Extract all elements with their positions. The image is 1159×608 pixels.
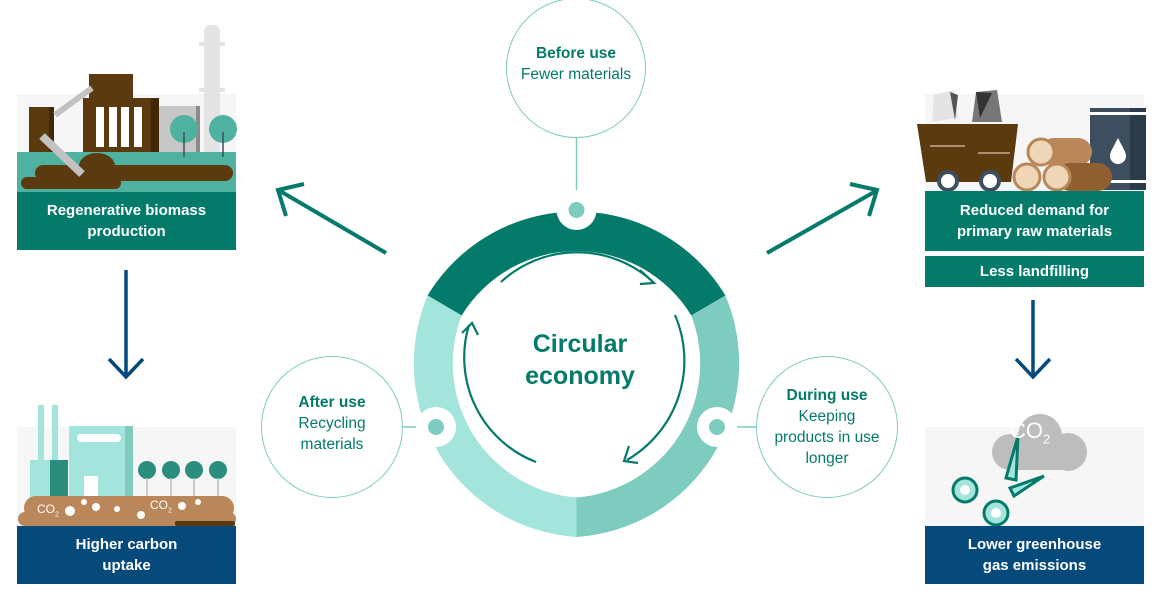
outcome-raw-materials-label: Reduced demand for primary raw materials xyxy=(925,191,1144,251)
outcome-landfill-line1: Less landfilling xyxy=(979,263,1090,280)
stage-after-title: After use xyxy=(298,393,366,411)
biomass-illustration xyxy=(17,25,237,192)
stage-node-before xyxy=(556,190,597,230)
outcome-emissions-line1: Lower greenhouse xyxy=(967,536,1102,553)
co2-subscript: 2 xyxy=(1043,431,1051,447)
stage-during-text-2: products in use xyxy=(774,429,880,446)
stage-node-after xyxy=(416,407,456,447)
emissions-illustration xyxy=(925,414,1144,527)
arrow-to-raw-materials xyxy=(766,182,880,255)
outcome-carbon-label: Higher carbon uptake xyxy=(17,526,236,584)
outcome-carbon-line2: uptake xyxy=(102,557,151,574)
raw-materials-illustration xyxy=(917,90,1148,192)
co2-label-soil-left: CO2 xyxy=(37,502,59,518)
stage-before-title: Before use xyxy=(535,45,617,62)
outcome-biomass-line2: production xyxy=(87,223,166,240)
cycle-arrow-right xyxy=(626,314,686,461)
stage-before-text: Fewer materials xyxy=(520,66,632,83)
outcome-emissions-label: Lower greenhouse gas emissions xyxy=(925,526,1144,584)
carbon-uptake-illustration xyxy=(17,405,236,526)
co2-subscript: 2 xyxy=(168,507,172,515)
arrow-to-biomass xyxy=(275,182,388,255)
stage-during-text-3: longer xyxy=(805,450,849,467)
outcome-landfill-label: Less landfilling xyxy=(925,256,1144,287)
cycle-arrow-top xyxy=(500,251,653,283)
cycle-arrow-right-head xyxy=(622,445,639,465)
stage-bubble-before: Before use Fewer materials xyxy=(506,0,646,138)
co2-subscript: 2 xyxy=(55,511,59,519)
center-title: Circular economy xyxy=(480,328,680,392)
stage-node-during xyxy=(697,407,737,447)
stage-after-text-1: Recycling xyxy=(298,414,366,432)
co2-text: CO xyxy=(150,498,168,512)
stage-after-text-2: materials xyxy=(300,435,364,453)
co2-text: CO xyxy=(37,502,55,516)
center-title-line2: economy xyxy=(525,362,635,390)
arrow-to-emissions xyxy=(1014,300,1052,380)
co2-label-cloud: CO2 xyxy=(1010,418,1050,446)
cycle-arrow-left xyxy=(463,324,537,464)
outcome-biomass-label: Regenerative biomass production xyxy=(17,192,236,250)
stage-bubble-during: During use Keeping products in use longe… xyxy=(756,356,898,498)
arrow-to-carbon xyxy=(107,270,145,380)
co2-label-soil-right: CO2 xyxy=(150,498,172,514)
outcome-raw-materials-line1: Reduced demand for xyxy=(959,202,1110,219)
outcome-carbon-line1: Higher carbon xyxy=(75,536,178,553)
stage-during-title: During use xyxy=(786,387,868,404)
center-title-line1: Circular xyxy=(532,330,628,358)
stage-during-text-1: Keeping xyxy=(798,408,856,425)
outcome-raw-materials-line2: primary raw materials xyxy=(956,223,1113,240)
ring-segment-before xyxy=(427,211,726,316)
outcome-emissions-line2: gas emissions xyxy=(982,557,1087,574)
cycle-arrow-left-head xyxy=(461,321,479,336)
cycle-arrows xyxy=(461,251,686,465)
co2-text: CO xyxy=(1010,418,1043,443)
cycle-arrow-top-head xyxy=(639,269,657,286)
stage-bubble-after: After use Recycling materials xyxy=(261,356,403,498)
outcome-biomass-line1: Regenerative biomass xyxy=(46,202,207,219)
